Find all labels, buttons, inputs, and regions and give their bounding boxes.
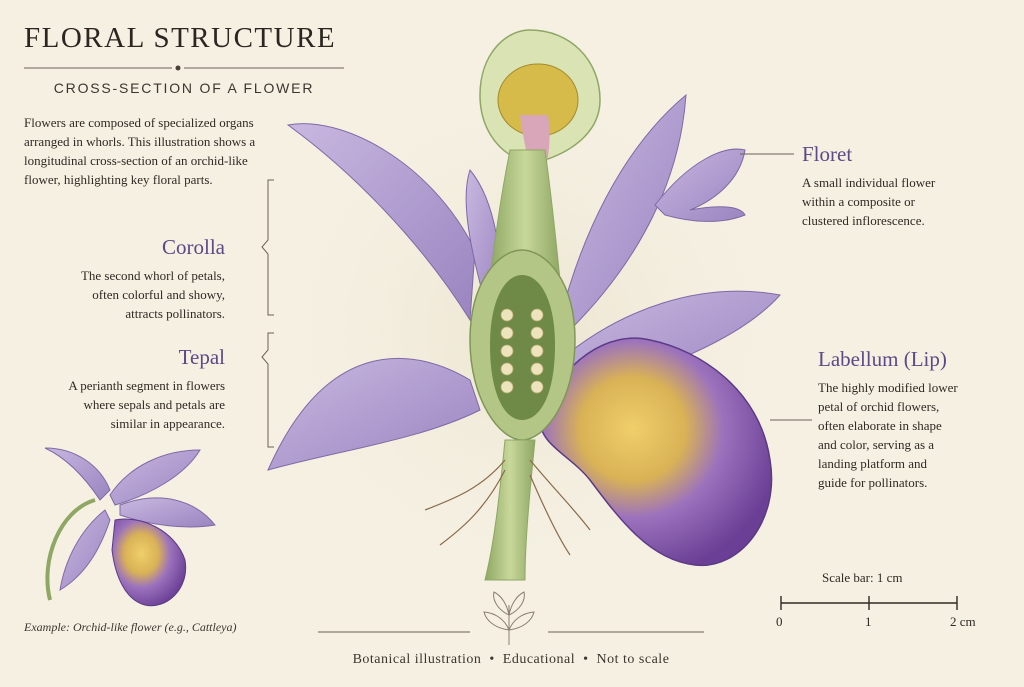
labellum-lip [539, 337, 773, 566]
labellum-title: Labellum (Lip) [818, 347, 947, 371]
corolla-description: The second whorl of petals, often colorf… [80, 268, 225, 321]
tepal-bracket [261, 332, 274, 448]
page-subtitle: CROSS-SECTION OF A FLOWER [53, 80, 315, 96]
scale-bar-label: Scale bar: 1 cm [822, 570, 903, 585]
example-orchid-illustration [44, 447, 216, 607]
ovules [500, 308, 544, 394]
footer-note: Botanical illustration • Educational • N… [352, 652, 670, 667]
upper-left-petal [286, 123, 476, 322]
intro-paragraph: Flowers are composed of specialized orga… [24, 115, 256, 187]
ovary-cavity [490, 275, 555, 420]
title-rule-dot [175, 65, 181, 71]
sprig-ornament [483, 591, 535, 645]
corolla-bracket [261, 179, 274, 316]
scale-tick-label-1: 1 [865, 614, 872, 629]
page-title: FLORAL STRUCTURE [24, 22, 337, 54]
corolla-label: Corolla The second whorl of petals, ofte… [40, 235, 225, 323]
labellum-label: Labellum (Lip) The highly modified lower… [818, 347, 1008, 492]
scale-tick-label-2: 2 cm [950, 614, 976, 629]
upper-right-petal [559, 93, 687, 331]
tepal-label: Tepal A perianth segment in flowers wher… [40, 345, 225, 433]
floret-description: A small individual flower within a compo… [802, 175, 936, 228]
floret-bud [654, 148, 746, 222]
example-caption: Example: Orchid-like flower (e.g., Cattl… [24, 620, 237, 634]
tepal-description: A perianth segment in flowers where sepa… [68, 378, 225, 431]
corolla-title: Corolla [162, 235, 225, 259]
scale-tick-label-0: 0 [776, 614, 783, 629]
tepal-title: Tepal [178, 345, 225, 369]
labellum-description: The highly modified lower petal of orchi… [818, 380, 958, 490]
floret-label: Floret A small individual flower within … [802, 142, 1002, 230]
roots [424, 459, 591, 556]
floret-title: Floret [802, 142, 853, 166]
left-lower-petal [267, 357, 481, 471]
